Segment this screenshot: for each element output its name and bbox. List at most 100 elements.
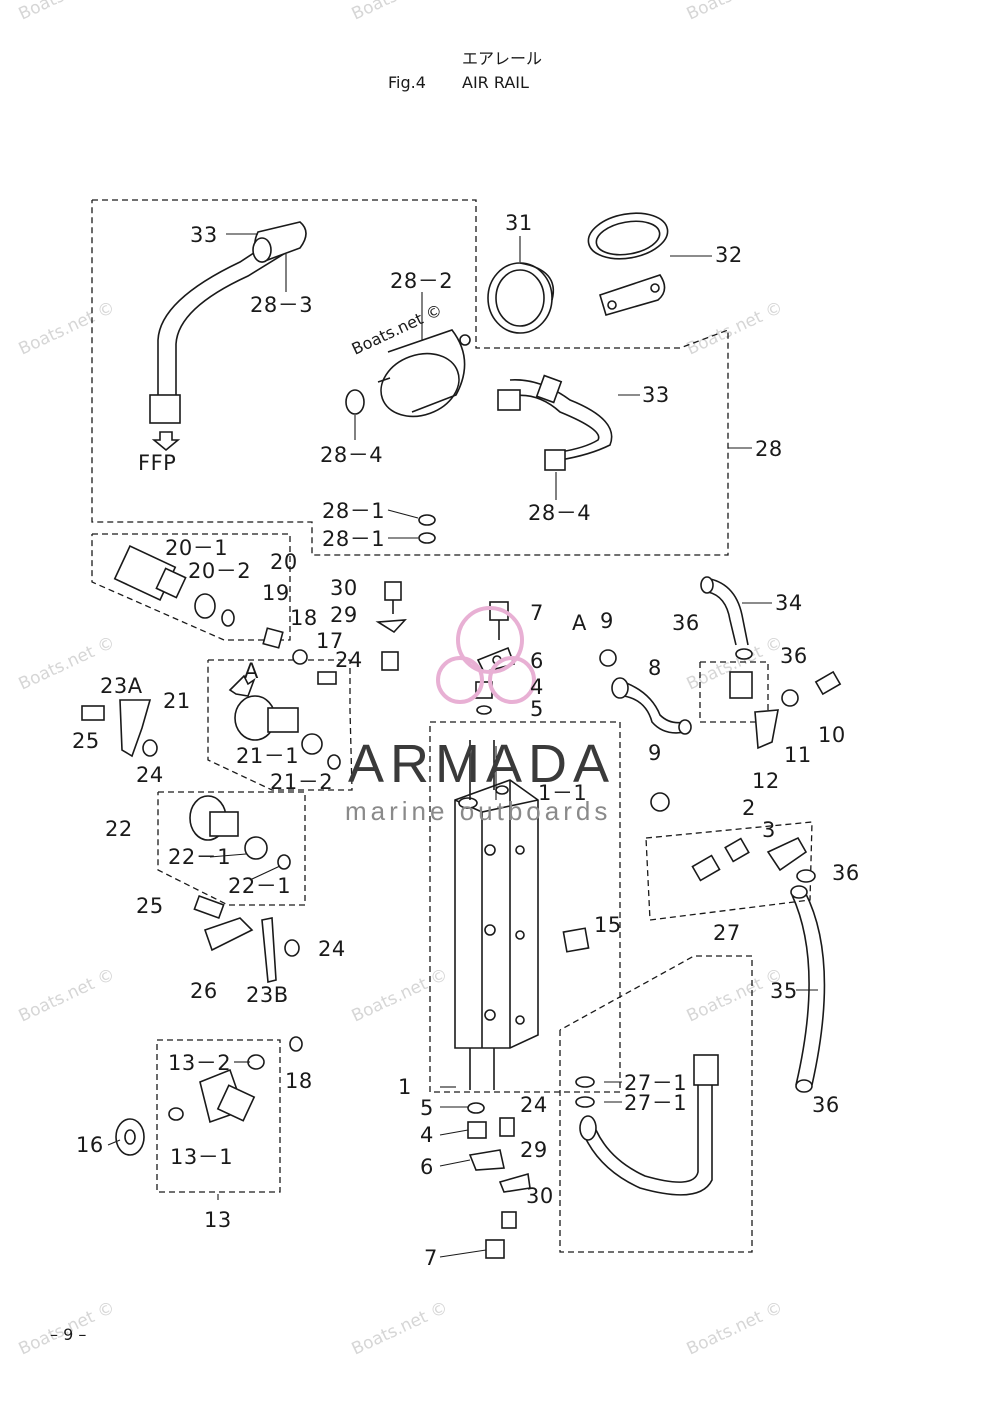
callout: 12 xyxy=(752,769,780,793)
page-number: – 9 – xyxy=(50,1325,86,1344)
callout: 36 xyxy=(780,644,808,668)
callout: 18 xyxy=(285,1069,313,1093)
svg-text:Boats.net ©: Boats.net © xyxy=(349,1298,451,1360)
callout: 30 xyxy=(330,576,358,600)
callout: 32 xyxy=(715,243,743,267)
callout: 20－2 xyxy=(188,559,251,583)
bracket-23a xyxy=(81,699,158,758)
svg-text:Boats.net ©: Boats.net © xyxy=(349,965,451,1027)
callout: 24 xyxy=(136,763,164,787)
hose-34 xyxy=(700,576,749,646)
callout: 28－1 xyxy=(322,527,385,551)
callout: 19 xyxy=(262,581,290,605)
callout: 8 xyxy=(648,656,662,680)
callout: 23B xyxy=(246,983,289,1007)
svg-text:Boats.net ©: Boats.net © xyxy=(349,0,451,25)
callout: 15 xyxy=(594,913,622,937)
fuel-filter-28-2 xyxy=(345,329,471,418)
callout-labels: 33 28－3 28－2 31 32 28－4 33 28 28－4 28－1 … xyxy=(72,211,860,1270)
injector-13 xyxy=(115,1036,303,1156)
group-outlines xyxy=(91,199,813,1253)
clamp-32 xyxy=(587,212,669,316)
callout: A xyxy=(572,611,587,635)
hose-8 xyxy=(611,677,692,735)
callout: 34 xyxy=(775,591,803,615)
callout: 27 xyxy=(713,921,741,945)
callout: 11 xyxy=(784,743,812,767)
callout: 28－3 xyxy=(250,293,313,317)
callout: 1－1 xyxy=(538,781,587,805)
callout: 30 xyxy=(526,1184,554,1208)
callout: 16 xyxy=(76,1133,104,1157)
callout: 20 xyxy=(270,550,298,574)
callout: 22 xyxy=(105,817,133,841)
callout: 28－1 xyxy=(322,499,385,523)
ring-31 xyxy=(487,262,554,334)
callout: 13－2 xyxy=(168,1051,231,1075)
callout: 5 xyxy=(420,1096,434,1120)
japanese-title: エアレール xyxy=(462,49,542,68)
regulator-22 xyxy=(189,795,291,870)
leader-lines xyxy=(107,233,818,1258)
svg-text:marine outboards: marine outboards xyxy=(345,796,611,826)
callout: 7 xyxy=(424,1246,438,1270)
callout: 27－1 xyxy=(624,1091,687,1115)
fuel-pipe-28 xyxy=(497,374,613,471)
callout: 36 xyxy=(832,861,860,885)
regulator-21 xyxy=(228,674,341,770)
fittings-upper-left xyxy=(262,581,407,685)
svg-text:Boats.net ©: Boats.net © xyxy=(349,300,445,358)
callout: 9 xyxy=(648,741,662,765)
callout: 25 xyxy=(72,729,100,753)
callout: 28－4 xyxy=(528,501,591,525)
callout: 36 xyxy=(812,1093,840,1117)
callout: 24 xyxy=(520,1093,548,1117)
callout: 29 xyxy=(520,1138,548,1162)
callout: 2 xyxy=(742,796,756,820)
callout: 24 xyxy=(318,937,346,961)
o-ring-28-1a xyxy=(418,514,436,526)
callout: 21 xyxy=(163,689,191,713)
svg-text:Boats.net ©: Boats.net © xyxy=(16,965,118,1027)
callout: 27－1 xyxy=(624,1071,687,1095)
callout: 25 xyxy=(136,894,164,918)
svg-text:Boats.net ©: Boats.net © xyxy=(16,298,118,360)
callout: 4 xyxy=(420,1123,434,1147)
callout: 24 xyxy=(335,648,363,672)
flow-label: FFP xyxy=(138,451,176,475)
callout: 10 xyxy=(818,723,846,747)
callout: 21－1 xyxy=(236,744,299,768)
callout: 9 xyxy=(600,609,614,633)
callout: 28－2 xyxy=(390,269,453,293)
callout: 21－2 xyxy=(270,770,333,794)
callout: 35 xyxy=(770,979,798,1003)
callout: 33 xyxy=(190,223,218,247)
callout: 4 xyxy=(530,675,544,699)
callout: 3 xyxy=(762,818,776,842)
hose-35 xyxy=(790,885,826,1093)
callout: 28 xyxy=(755,437,783,461)
callout: 13－1 xyxy=(170,1145,233,1169)
fuel-pipe-27 xyxy=(575,1054,719,1196)
armada-logo: ARMADA marine outboards xyxy=(345,606,615,826)
callout: 1 xyxy=(398,1075,412,1099)
callout: 22－1 xyxy=(228,874,291,898)
regulator-20 xyxy=(113,545,235,627)
callout: 7 xyxy=(530,601,544,625)
callout: 13 xyxy=(204,1208,232,1232)
callout: 22－1 xyxy=(168,845,231,869)
callout: 6 xyxy=(530,649,544,673)
air-rail-body xyxy=(454,740,539,1090)
callout: 23A xyxy=(100,674,143,698)
callout: 28－4 xyxy=(320,443,383,467)
callout: 20－1 xyxy=(165,536,228,560)
label-plate-15 xyxy=(562,927,590,953)
figure-title: AIR RAIL xyxy=(462,73,529,92)
callout: 36 xyxy=(672,611,700,635)
svg-text:Boats.net ©: Boats.net © xyxy=(684,1298,786,1360)
fittings-right xyxy=(599,648,842,883)
fuel-hose-28-3 xyxy=(149,221,307,452)
svg-text:ARMADA: ARMADA xyxy=(348,734,615,794)
figure-number: Fig.4 xyxy=(388,73,426,92)
